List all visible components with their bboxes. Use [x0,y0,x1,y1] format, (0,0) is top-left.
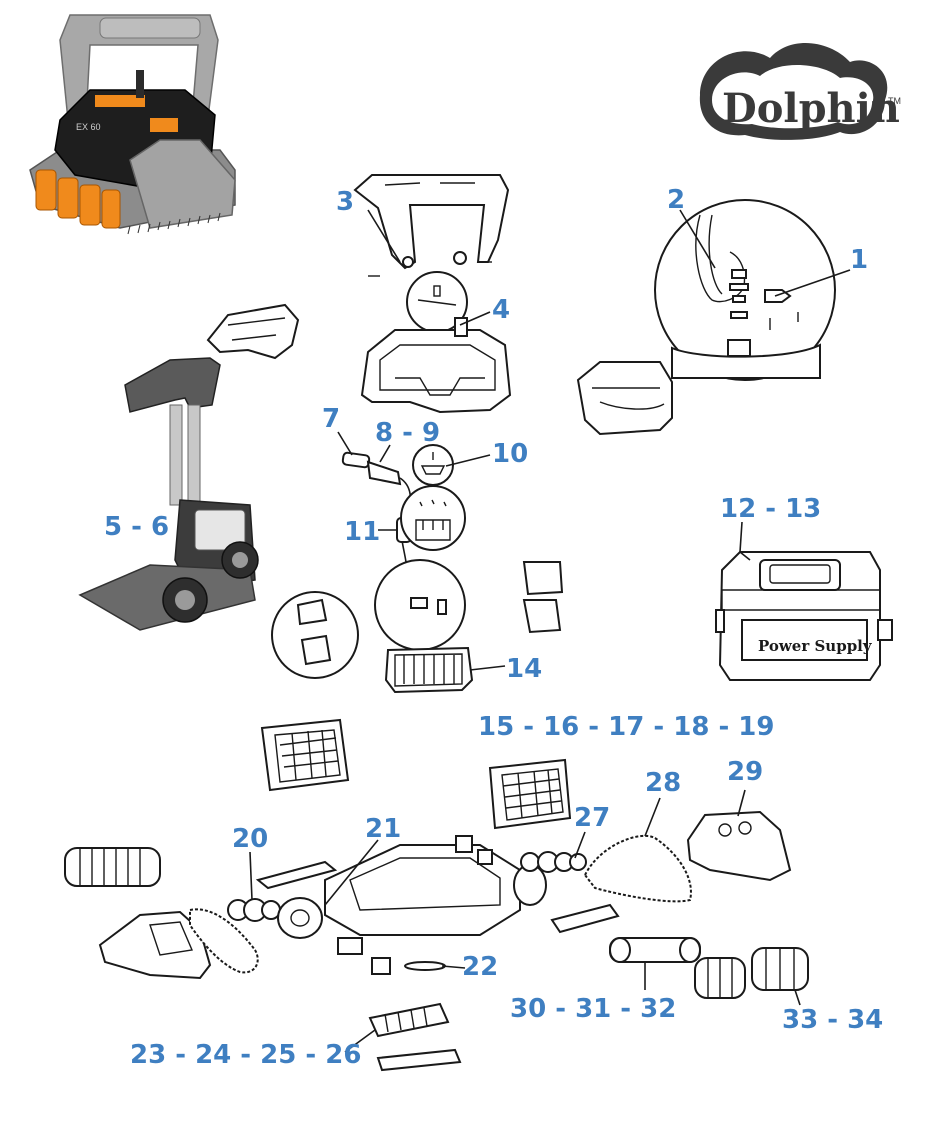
handle-assembly [353,174,510,277]
cable-assembly [341,444,466,619]
label-part-22: 22 [462,952,498,982]
label-parts-5-6: 5 - 6 [104,512,169,542]
swivel-detail [654,199,836,381]
label-part-3: 3 [336,187,354,217]
filter-panels [260,718,572,830]
top-cover [360,271,512,414]
robot-model-badge: EX 60 [76,122,101,132]
label-parts-23-26: 23 - 24 - 25 - 26 [130,1040,361,1070]
label-part-10: 10 [492,439,528,469]
clip-details [271,561,564,679]
label-parts-33-34: 33 - 34 [782,1005,883,1035]
trademark-mark: TM [888,96,901,106]
label-part-2: 2 [667,185,685,215]
robot-photo: EX 60 [29,14,236,235]
label-part-29: 29 [727,757,763,787]
caddy-cart [78,357,259,631]
dolphin-logo: Dolphin TM [699,42,901,140]
label-part-7: 7 [322,404,340,434]
label-part-4: 4 [492,295,510,325]
label-part-14: 14 [506,654,542,684]
label-parts-15-19: 15 - 16 - 17 - 18 - 19 [478,712,775,742]
caddy-cover [206,303,300,360]
label-part-27: 27 [574,803,610,833]
label-parts-8-9: 8 - 9 [375,418,440,448]
power-supply-badge: Power Supply [758,637,873,655]
label-parts-12-13: 12 - 13 [720,494,821,524]
part-labels: 1 2 3 4 5 - 6 7 8 - 9 10 11 12 - 13 14 1… [104,185,883,1070]
lower-chassis [64,810,809,1072]
logo-wordmark: Dolphin [722,85,900,132]
power-supply: Power Supply [715,551,893,681]
leader-lines [249,209,851,1053]
label-part-11: 11 [344,517,380,547]
label-part-28: 28 [645,768,681,798]
label-parts-30-32: 30 - 31 - 32 [510,994,676,1024]
label-part-1: 1 [850,245,868,275]
label-part-21: 21 [365,814,401,844]
label-part-20: 20 [232,824,268,854]
motor-unit [374,559,474,694]
side-panel [576,361,673,436]
